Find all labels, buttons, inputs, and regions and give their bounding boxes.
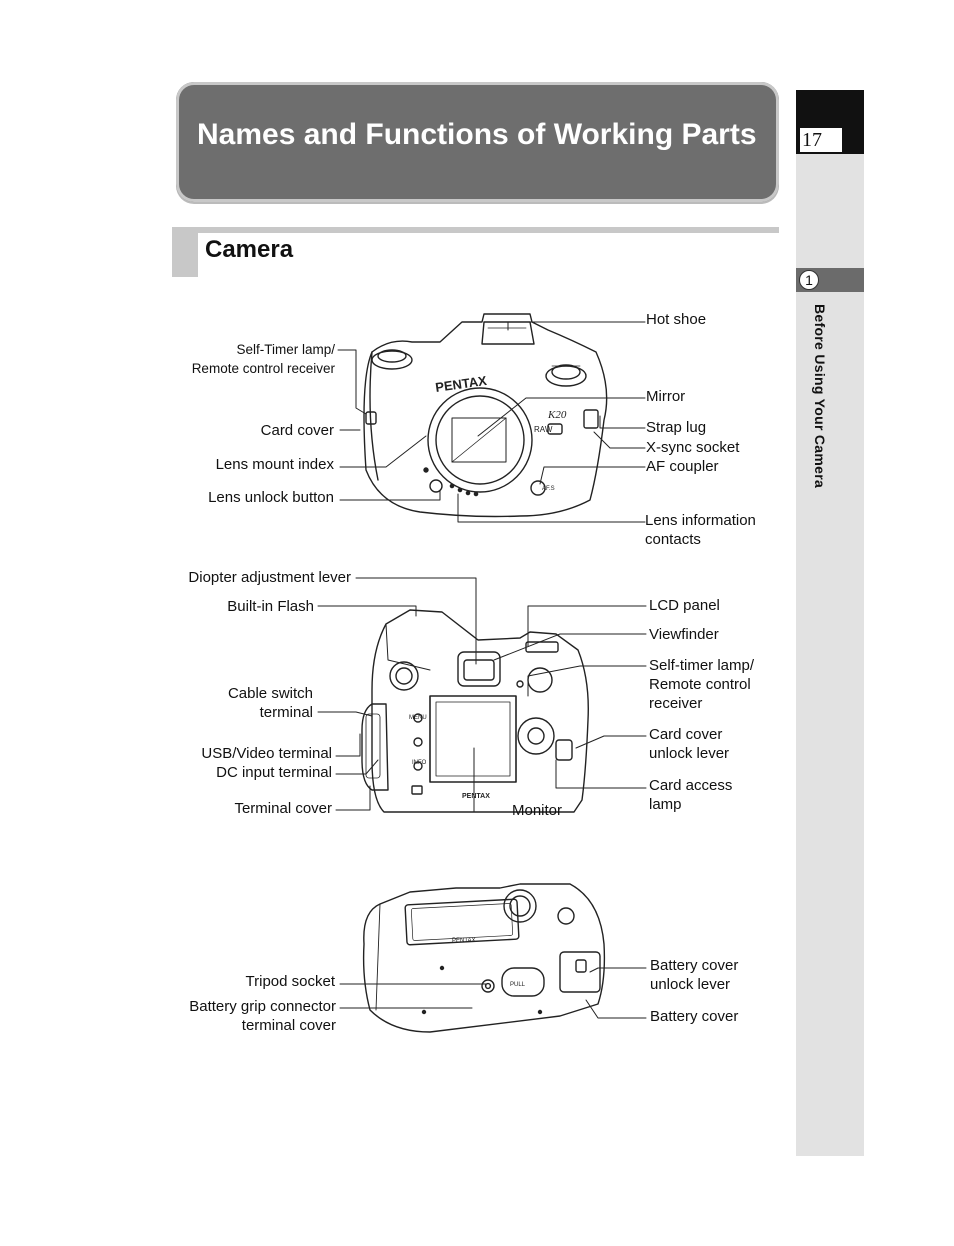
camera-front-illustration: PENTAX K20 RAW AF.S — [363, 313, 608, 518]
section-rule — [198, 227, 779, 233]
label-battery-cover-unlock-lever: Battery cover unlock lever — [650, 957, 739, 993]
section-title: Camera — [205, 236, 294, 263]
label-built-in-flash: Built-in Flash — [227, 598, 314, 615]
label-card-cover-unlock-lever: Card cover unlock lever — [649, 726, 730, 762]
label-battery-grip-connector: Battery grip connector terminal cover — [189, 998, 336, 1034]
label-lens-unlock-button: Lens unlock button — [208, 489, 334, 506]
label-lens-information-contacts: Lens information contacts — [645, 512, 756, 548]
back-menu-label: MENU — [409, 715, 427, 721]
label-af-coupler: AF coupler — [646, 458, 719, 475]
label-tripod-socket: Tripod socket — [245, 973, 335, 990]
label-lens-mount-index: Lens mount index — [215, 456, 334, 473]
label-usb-video-terminal: USB/Video terminal — [201, 745, 332, 762]
label-card-access-lamp: Card access lamp — [649, 777, 733, 813]
camera-back-illustration: MENU INFO PENTAX — [361, 609, 589, 813]
back-leader-lines — [317, 577, 647, 813]
label-battery-cover: Battery cover — [650, 1008, 739, 1025]
front-model-logo: K20 — [547, 409, 567, 421]
svg-text:RAW: RAW — [534, 425, 553, 434]
bottom-brand-logo: PENTAX — [452, 938, 476, 944]
label-self-timer-back: Self-timer lamp/ Remote control receiver — [649, 657, 755, 712]
bottom-leader-lines — [339, 967, 647, 1019]
label-diopter-lever: Diopter adjustment lever — [188, 569, 351, 586]
front-brand-logo: PENTAX — [434, 373, 488, 395]
label-cable-switch-terminal: Cable switch terminal — [227, 685, 313, 721]
label-card-cover: Card cover — [260, 422, 334, 439]
back-info-label: INFO — [412, 760, 427, 766]
label-lcd-panel: LCD panel — [649, 597, 720, 614]
title-banner — [176, 82, 779, 202]
label-self-timer-front: Self-Timer lamp/ Remote control receiver — [191, 342, 335, 376]
label-viewfinder: Viewfinder — [649, 626, 719, 643]
page-number: 17 — [800, 128, 842, 152]
label-mirror: Mirror — [646, 388, 686, 405]
label-x-sync-socket: X-sync socket — [646, 439, 740, 456]
page-title: Names and Functions of Working Parts — [197, 118, 757, 151]
camera-bottom-illustration: PENTAX PULL — [362, 883, 606, 1033]
label-dc-input-terminal: DC input terminal — [216, 764, 332, 781]
section-marker — [172, 227, 198, 277]
front-leader-lines — [337, 321, 646, 523]
chapter-number: 1 — [799, 270, 819, 290]
bottom-pull-label: PULL — [510, 982, 526, 988]
chapter-title: Before Using Your Camera — [812, 304, 828, 489]
label-terminal-cover: Terminal cover — [234, 800, 332, 817]
label-monitor: Monitor — [512, 802, 563, 819]
svg-text:AF.S: AF.S — [542, 486, 555, 492]
back-brand-logo: PENTAX — [462, 793, 490, 800]
label-strap-lug: Strap lug — [646, 419, 707, 436]
label-hot-shoe: Hot shoe — [646, 311, 707, 328]
chapter-sidebar — [796, 90, 864, 1156]
